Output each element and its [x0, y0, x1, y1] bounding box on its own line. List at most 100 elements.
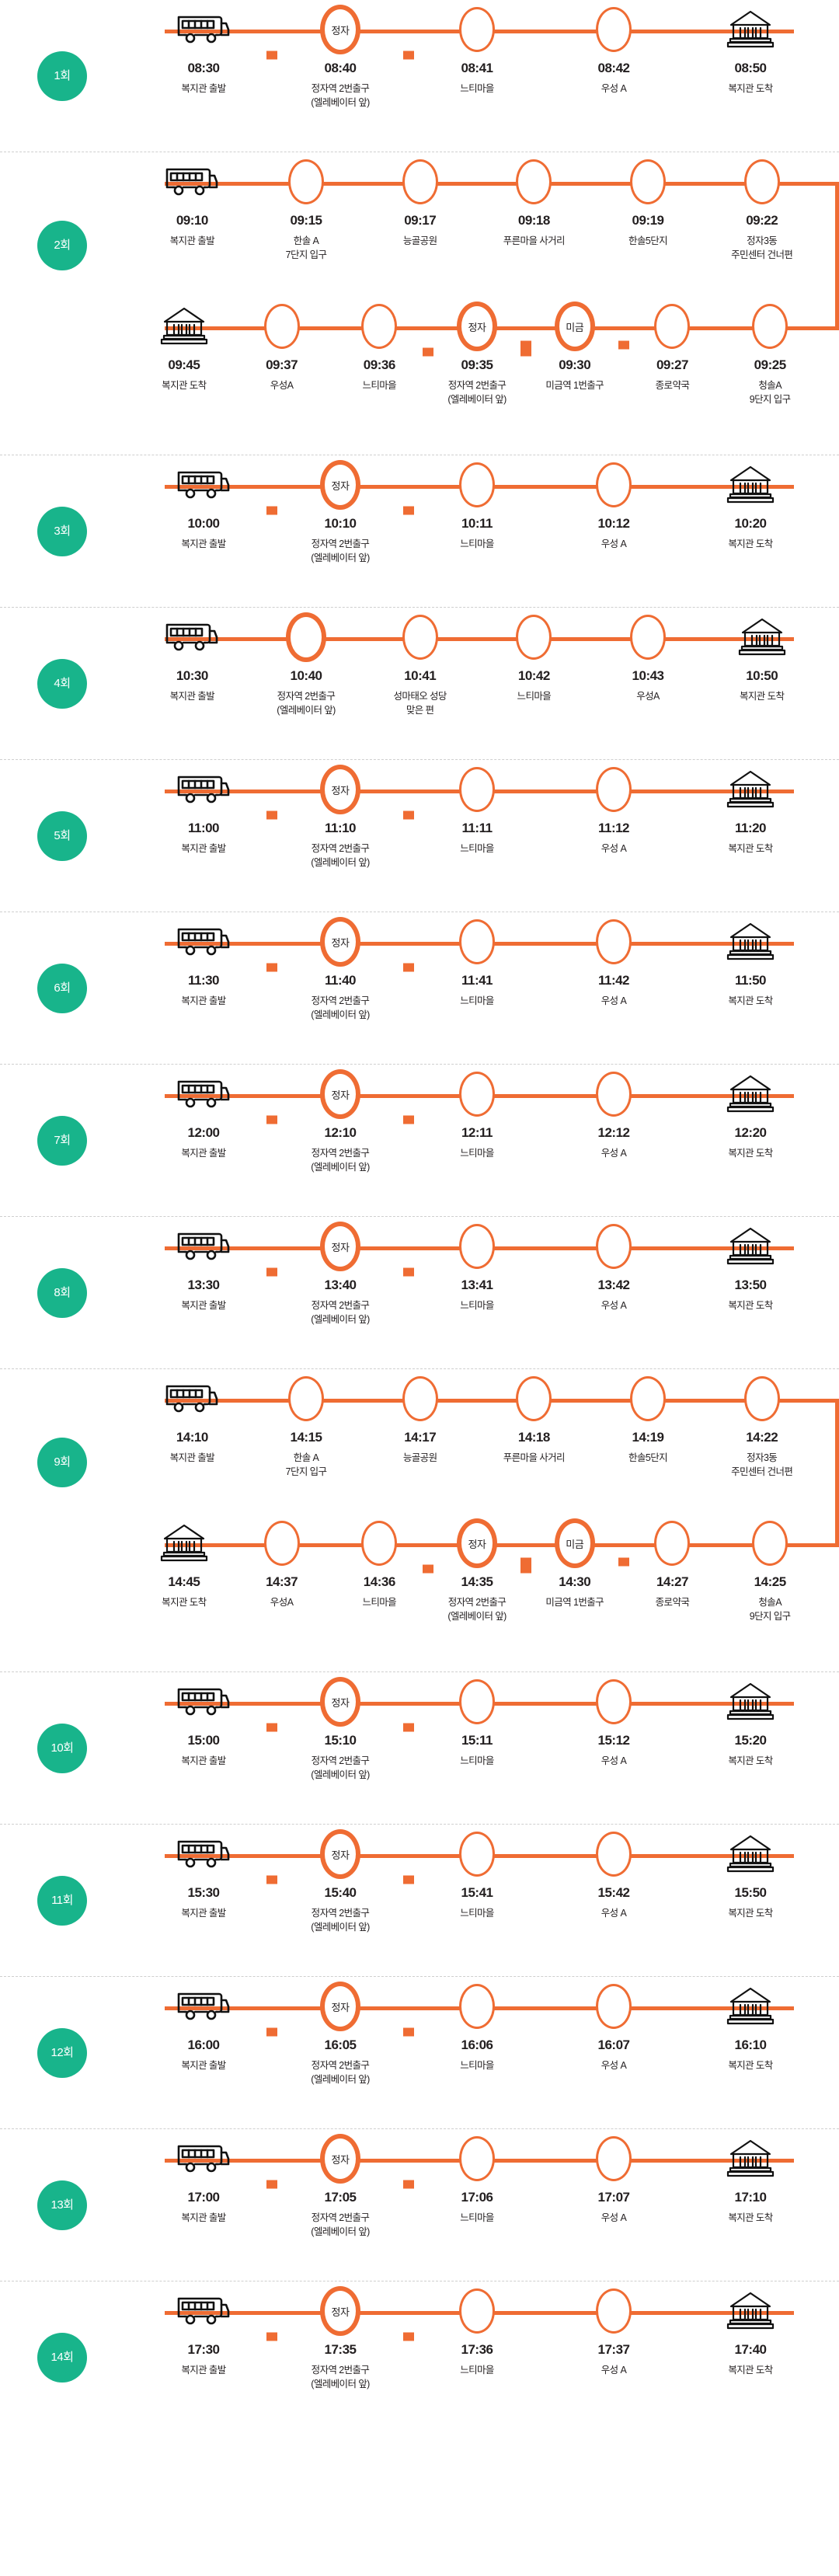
round-badge: 14회: [37, 2333, 87, 2383]
stop-marker: [361, 297, 398, 356]
stop-place: 느티마을: [362, 1597, 397, 1608]
stop-node: [288, 159, 324, 204]
stop-time: 17:10: [734, 2190, 767, 2205]
stop-node: [459, 1224, 495, 1269]
stop-marker: [402, 152, 438, 211]
stop-time: 16:07: [597, 2037, 630, 2052]
stop-time: 14:19: [632, 1430, 664, 1445]
stop-marker: 정자: [320, 912, 360, 971]
stop-marker: 미금: [554, 297, 595, 356]
stop-place: 우성 A: [601, 843, 627, 854]
stop-marker: [596, 2129, 632, 2188]
bus-icon: [176, 760, 231, 819]
round-badge-cell: 14회: [0, 2281, 124, 2434]
stop-place: 정자역 2번출구 (엘레베이터 앞): [311, 539, 370, 564]
stop-time: 11:00: [187, 821, 220, 835]
stop-node: [596, 1072, 632, 1117]
stop-place: 느티마을: [517, 691, 552, 702]
stop: 11:42 우성 A: [545, 912, 682, 1008]
station-node-정자: 정자: [457, 302, 498, 351]
stop-time: 11:42: [597, 973, 630, 988]
stop-marker: [459, 912, 495, 971]
bus-icon: [176, 2129, 231, 2188]
stop-marker: [596, 1672, 632, 1731]
stop-marker: [459, 1825, 495, 1884]
stop-node: [516, 1376, 552, 1421]
station-node-정자: 정자: [457, 1518, 498, 1568]
round-badge: 1회: [37, 51, 87, 101]
stop-place: 우성 A: [601, 995, 627, 1006]
stop-time: 14:15: [290, 1430, 322, 1445]
stop-marker: [263, 297, 300, 356]
stop-node: [459, 1072, 495, 1117]
round-badge: 10회: [37, 1723, 87, 1773]
stop-time: 11:30: [187, 973, 220, 988]
stop-time: 12:10: [324, 1125, 357, 1140]
stop-time: 17:35: [324, 2342, 357, 2357]
stop-marker: [459, 1065, 495, 1124]
stop-place: 복지관 도착: [728, 1755, 773, 1766]
stop-place: 우성A: [636, 691, 660, 702]
stop-place: 우성 A: [601, 2060, 627, 2071]
stop-time: 15:42: [597, 1885, 630, 1900]
stop-marker: [596, 1825, 632, 1884]
stop-place: 복지관 도착: [728, 1300, 773, 1311]
stop-marker: [743, 152, 780, 211]
stop-marker: [459, 2129, 495, 2188]
stop-time: 09:45: [168, 357, 200, 372]
stop-place: 우성 A: [601, 1755, 627, 1766]
stop-place: 미금역 1번출구: [545, 380, 604, 391]
stop-time: 10:20: [734, 516, 767, 531]
stop-place: 복지관 출발: [169, 691, 215, 702]
stop-place: 복지관 출발: [181, 843, 226, 854]
stop-node: [459, 1832, 495, 1877]
stop-time: 14:27: [656, 1574, 688, 1589]
stop-time: 11:12: [597, 821, 630, 835]
stop-marker: [743, 1369, 780, 1428]
stop-marker: 정자: [320, 1217, 360, 1276]
stop-time: 15:00: [187, 1733, 220, 1748]
stop-marker: [286, 608, 326, 667]
stop-marker: 미금: [554, 1514, 595, 1573]
station-node-정자: 정자: [320, 1982, 360, 2031]
stop-time: 15:11: [461, 1733, 493, 1748]
stop-place: 느티마을: [460, 2060, 494, 2071]
stop-place: 복지관 도착: [162, 380, 207, 391]
stop-node: [516, 615, 552, 660]
stop-marker: [630, 608, 667, 667]
stop-place: 복지관 출발: [181, 1300, 226, 1311]
station-node-정자: 정자: [320, 917, 360, 967]
stop-marker: [596, 760, 632, 819]
stop-node: [596, 7, 632, 52]
stop-marker: [459, 760, 495, 819]
stop-marker: [288, 1369, 324, 1428]
stop-time: 17:30: [187, 2342, 220, 2357]
stop: 16:07 우성 A: [545, 1977, 682, 2072]
stop-node: [459, 2136, 495, 2181]
